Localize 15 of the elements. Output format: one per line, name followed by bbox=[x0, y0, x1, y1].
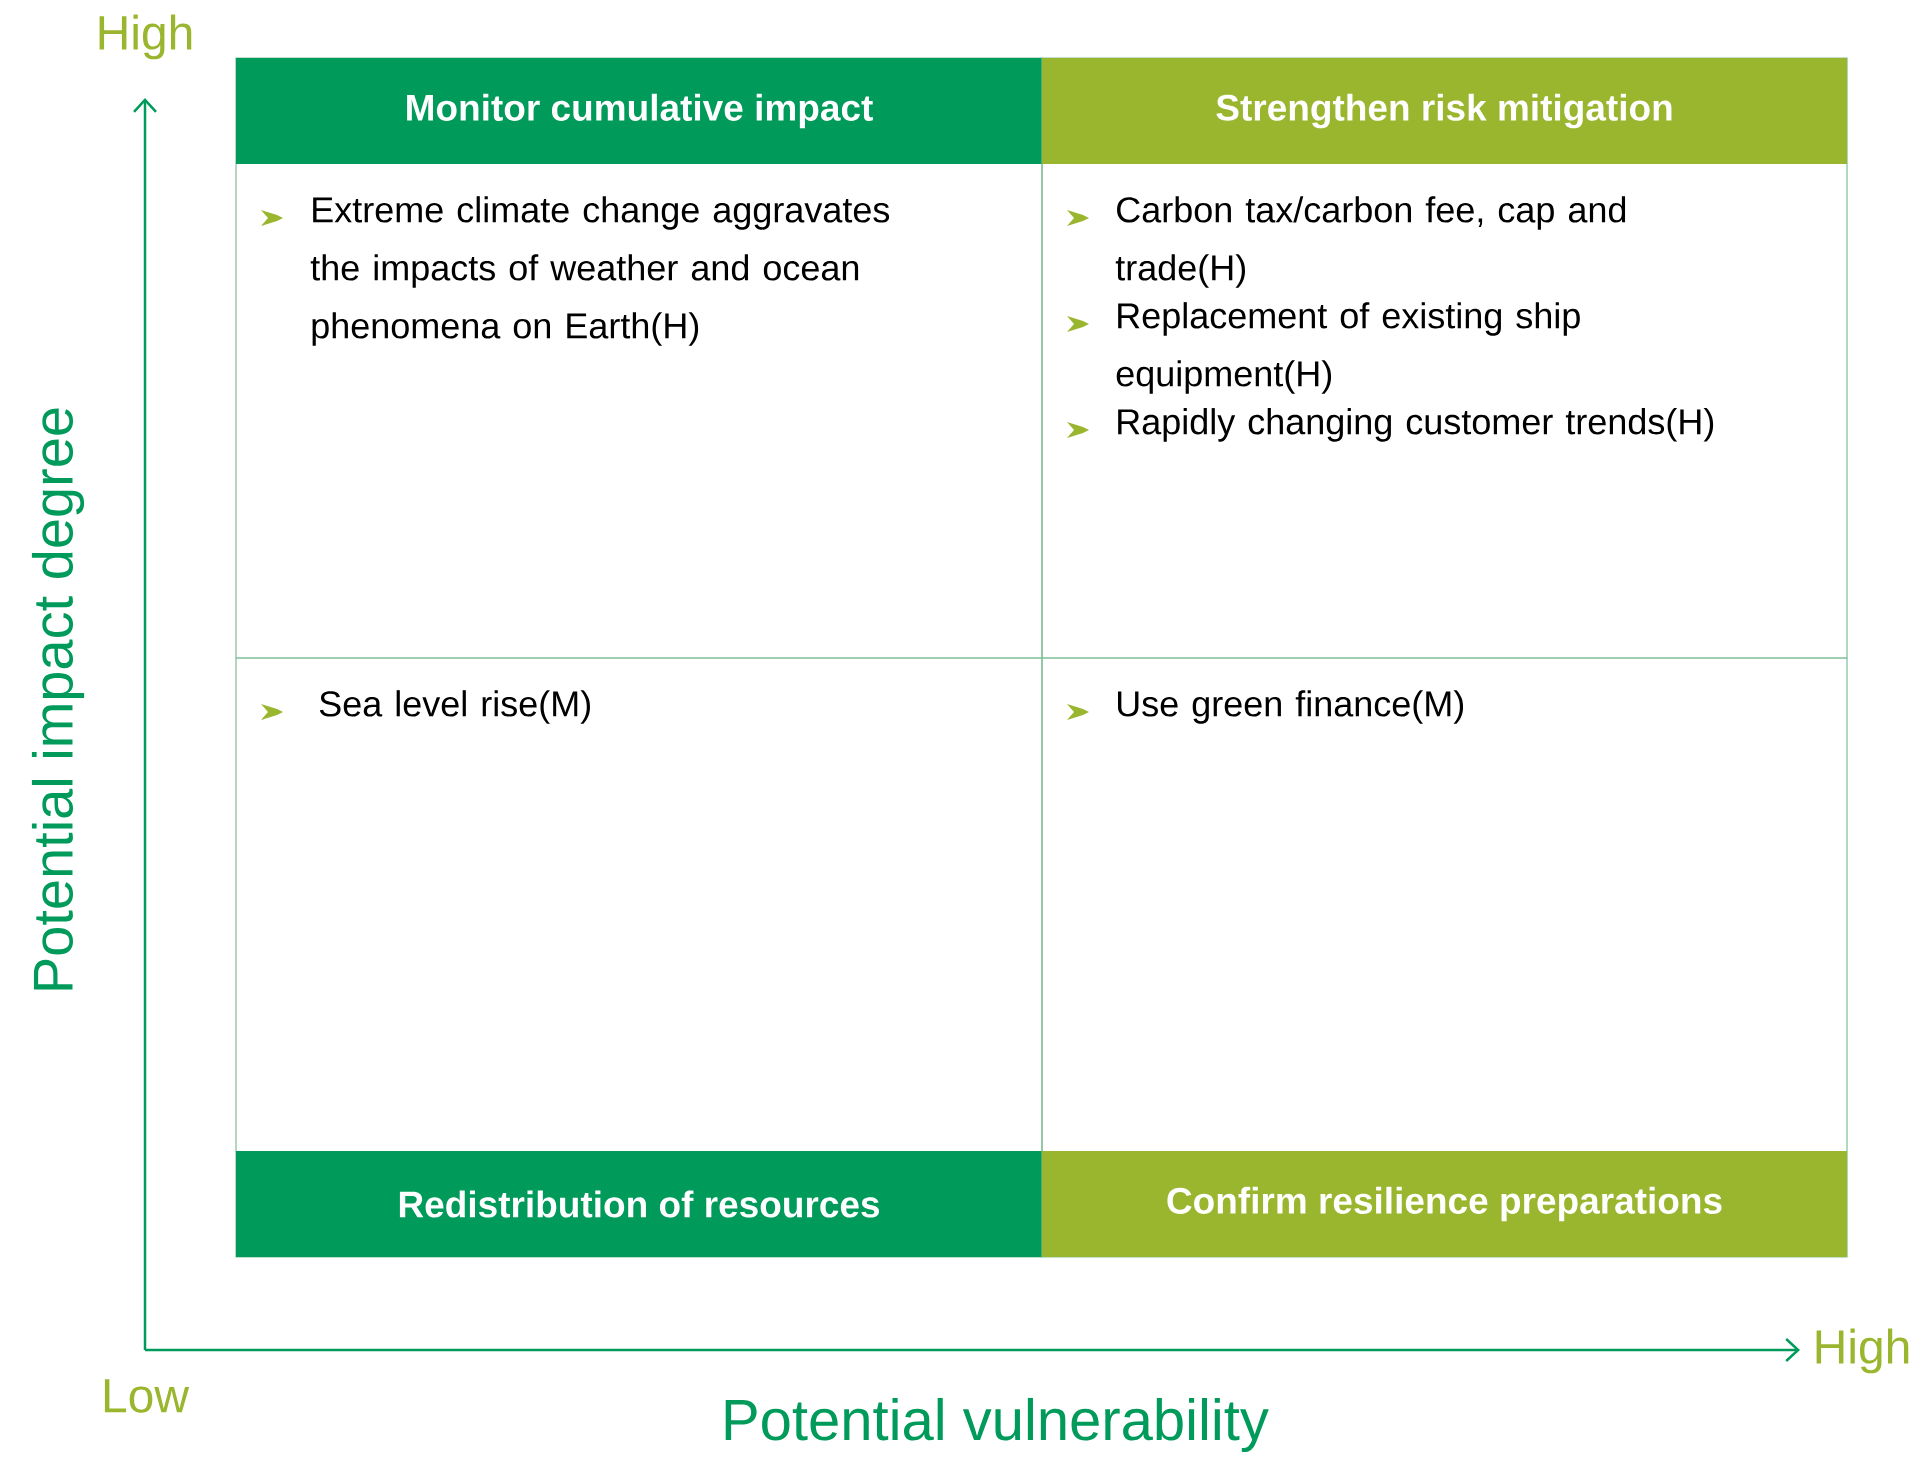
header-band: Monitor cumulative impact bbox=[236, 58, 1042, 164]
bullet-text: Carbon tax/carbon fee, cap and trade(H) bbox=[1115, 196, 1626, 288]
bullet-text: Replacement of existing ship equipment(H) bbox=[1116, 302, 1580, 394]
axis-end-label: Low bbox=[104, 1379, 190, 1413]
bullet-text: Extreme climate change aggravates the impacts of weather and ocean phenomena on Earth(H) bbox=[310, 196, 890, 346]
header-band: Confirm resilience preparations bbox=[1042, 1151, 1848, 1257]
axis-end-label: High bbox=[99, 14, 192, 60]
axis-end-label: High bbox=[1816, 1328, 1909, 1374]
axis-title: Potential impact degree bbox=[31, 408, 85, 990]
header-band: Redistribution of resources bbox=[236, 1151, 1042, 1257]
bullet-text: Use green finance(M) bbox=[1118, 690, 1464, 724]
bullet-text: Sea level rise(M) bbox=[319, 690, 590, 724]
header-band: Strengthen risk mitigation bbox=[1042, 58, 1848, 164]
axis-title: Potential vulnerability bbox=[725, 1397, 1269, 1452]
bullet-text: Rapidly changing customer trends(H) bbox=[1118, 408, 1714, 442]
